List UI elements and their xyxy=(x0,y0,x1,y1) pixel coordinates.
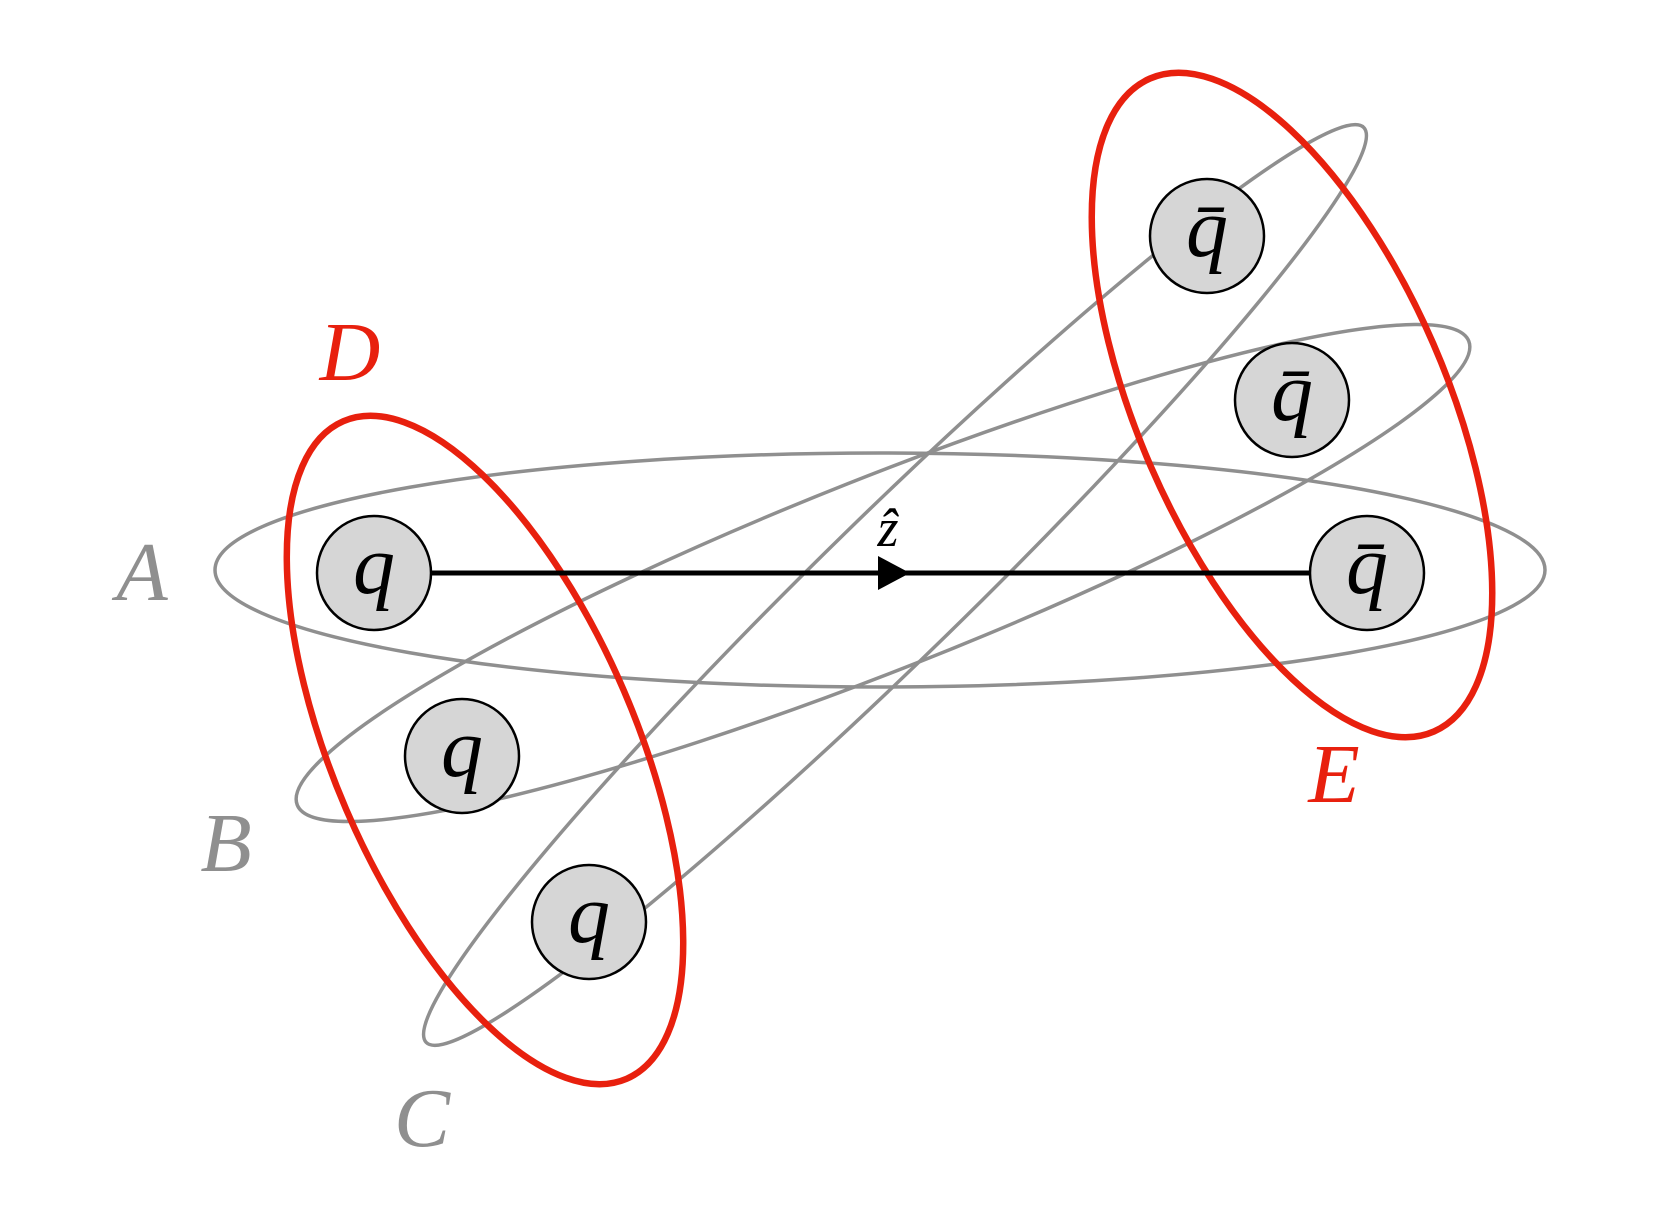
loop-c-label: C xyxy=(394,1072,451,1165)
antiquark-node: q̄ xyxy=(1233,341,1351,459)
antiquark-label: q̄ xyxy=(1346,519,1388,612)
loop-a xyxy=(213,451,1547,689)
loop-b-label: B xyxy=(200,797,251,890)
quark-node: q xyxy=(403,697,521,815)
quark-label: q xyxy=(568,868,610,961)
quark-label: q xyxy=(353,519,395,612)
loop-e xyxy=(1088,69,1496,741)
loop-a-label: A xyxy=(111,526,168,619)
quark-node: q xyxy=(530,863,648,981)
loop-e-label: E xyxy=(1307,728,1359,821)
antiquark-label: q̄ xyxy=(1271,346,1313,439)
quark-node: q xyxy=(315,514,433,632)
antiquark-node: q̄ xyxy=(1308,514,1426,632)
loop-c xyxy=(421,122,1369,1048)
loop-d-label: D xyxy=(319,306,381,399)
z-axis-arrowhead xyxy=(878,556,910,590)
loop-d xyxy=(283,412,687,1088)
antiquark-node: q̄ xyxy=(1148,177,1266,295)
z-axis-label: ẑ xyxy=(876,498,899,558)
quark-label: q xyxy=(441,702,483,795)
antiquark-label: q̄ xyxy=(1186,182,1228,275)
